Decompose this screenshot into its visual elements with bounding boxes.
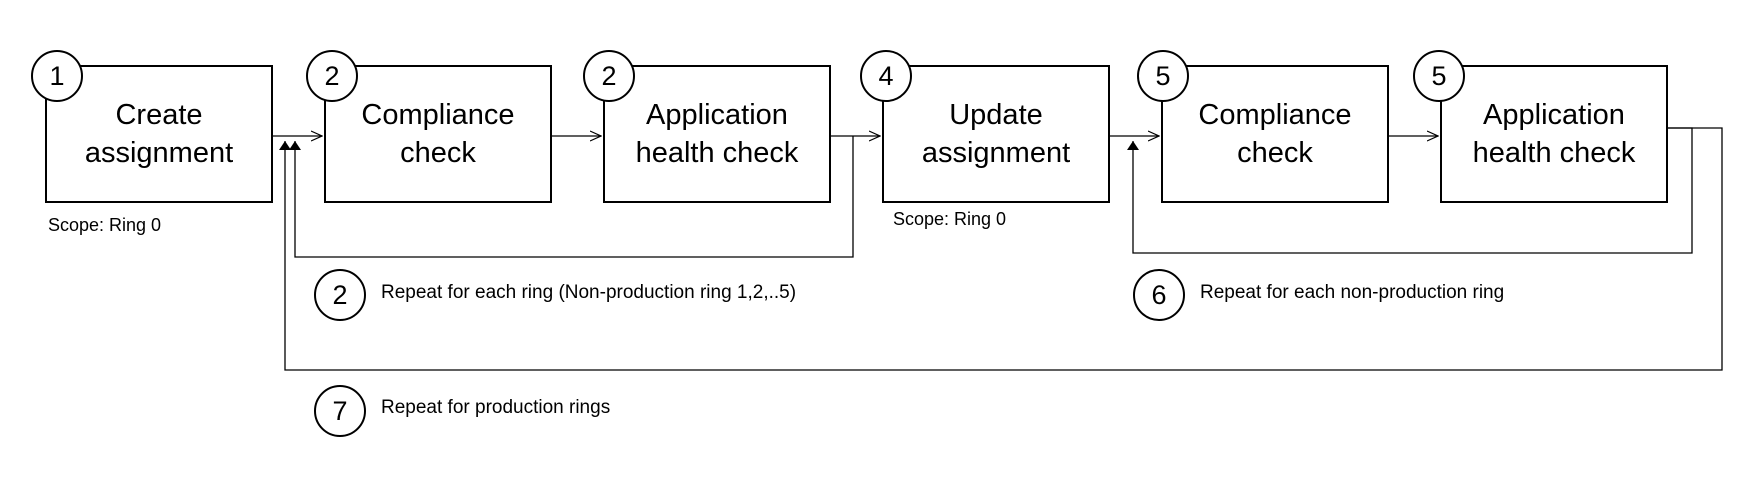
step-box-compliance-check: Compliance check <box>324 65 552 203</box>
loop-number-badge: 2 <box>314 269 366 321</box>
scope-label: Scope: Ring 0 <box>893 209 1007 229</box>
scope-label: Scope: Ring 0 <box>48 215 162 235</box>
step-box-update-assignment: Update assignment <box>882 65 1110 203</box>
step-number-badge: 5 <box>1137 50 1189 102</box>
step-number-badge: 2 <box>306 50 358 102</box>
step-label: Application health check <box>1472 99 1636 169</box>
loop-number-badge: 6 <box>1133 269 1185 321</box>
loop-2-connector <box>289 136 854 258</box>
step-label: Compliance check <box>1198 99 1352 169</box>
step-number-badge: 1 <box>31 50 83 102</box>
step-number-badge: 4 <box>860 50 912 102</box>
loop-note: Repeat for each non-production ring <box>1200 282 1505 303</box>
step-label: Update assignment <box>921 99 1071 169</box>
step-label: Application health check <box>635 99 799 169</box>
loop-note: Repeat for production rings <box>381 397 611 418</box>
loop-number-badge: 7 <box>314 385 366 437</box>
step-number-badge: 2 <box>583 50 635 102</box>
step-box-application-health-check-2: Application health check <box>1440 65 1668 203</box>
step-label: Create assignment <box>84 99 234 169</box>
step-number-badge: 5 <box>1413 50 1465 102</box>
step-box-application-health-check: Application health check <box>603 65 831 203</box>
loop-note: Repeat for each ring (Non-production rin… <box>381 282 797 303</box>
loop-7-connector <box>279 127 1723 371</box>
step-box-create-assignment: Create assignment <box>45 65 273 203</box>
step-label: Compliance check <box>361 99 515 169</box>
step-box-compliance-check-2: Compliance check <box>1161 65 1389 203</box>
